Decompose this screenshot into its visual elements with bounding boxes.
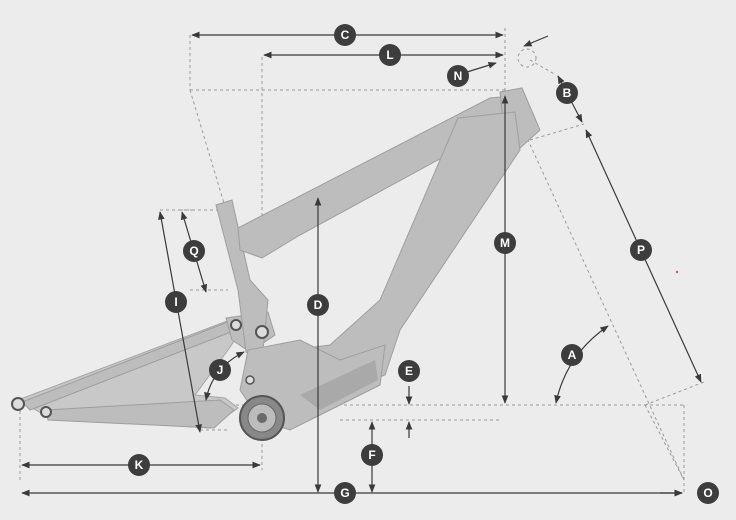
label-q: Q <box>183 240 205 262</box>
svg-text:D: D <box>314 298 323 312</box>
svg-text:O: O <box>703 486 712 500</box>
svg-text:K: K <box>135 458 144 472</box>
dimension-lines <box>21 31 702 497</box>
bike-frame <box>11 87 541 441</box>
label-a: A <box>561 344 583 366</box>
label-d: D <box>307 294 329 316</box>
svg-text:F: F <box>368 448 375 462</box>
svg-text:C: C <box>341 28 350 42</box>
svg-text:Q: Q <box>189 244 198 258</box>
svg-text:P: P <box>637 243 645 257</box>
label-m: M <box>494 232 516 254</box>
svg-text:J: J <box>217 363 224 377</box>
label-o: O <box>697 482 719 504</box>
svg-text:L: L <box>386 48 393 62</box>
label-g: G <box>334 482 356 504</box>
label-i: I <box>165 291 187 313</box>
guide-lines <box>19 28 705 495</box>
label-n: N <box>447 65 469 87</box>
svg-text:M: M <box>500 236 510 250</box>
svg-text:I: I <box>174 295 177 309</box>
label-l: L <box>379 44 401 66</box>
label-e: E <box>398 360 420 382</box>
label-k: K <box>128 454 150 476</box>
label-p: P <box>630 239 652 261</box>
svg-text:N: N <box>454 69 463 83</box>
label-c: C <box>334 24 356 46</box>
svg-text:G: G <box>340 486 349 500</box>
label-f: F <box>361 444 383 466</box>
svg-text:B: B <box>563 86 572 100</box>
svg-text:E: E <box>405 364 413 378</box>
label-j: J <box>209 359 231 381</box>
marker-dot <box>675 270 679 274</box>
label-b: B <box>556 82 578 104</box>
svg-text:A: A <box>568 348 577 362</box>
